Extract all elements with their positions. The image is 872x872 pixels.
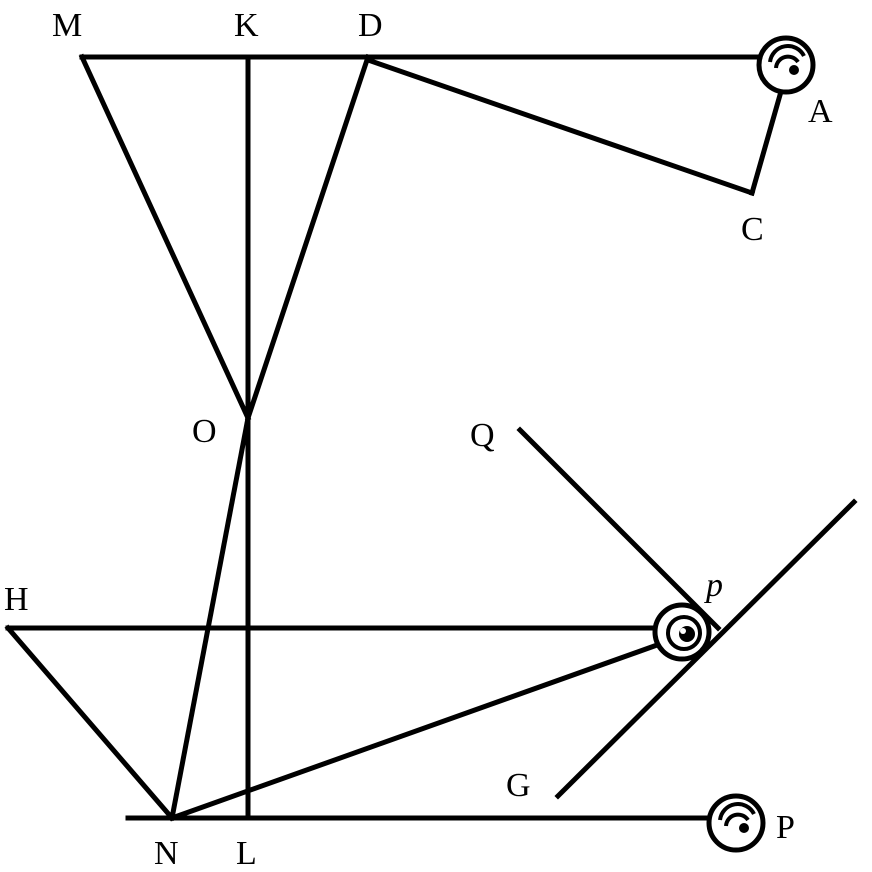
label-Q: Q (470, 417, 495, 454)
label-L: L (236, 835, 257, 872)
line-C-A (748, 84, 786, 197)
line-D-O (244, 53, 372, 422)
label-O: O (192, 413, 217, 450)
label-p: p (704, 567, 723, 604)
label-H: H (4, 581, 29, 618)
label-C: C (741, 211, 764, 248)
line-N-p (168, 640, 664, 822)
label-D: D (358, 7, 383, 44)
label-G: G (506, 767, 531, 804)
label-K: K (234, 7, 259, 44)
line-D-C (364, 56, 756, 197)
label-A: A (808, 93, 833, 130)
line-Q-p (516, 426, 722, 632)
line-M-O (78, 53, 252, 422)
label-M: M (52, 7, 82, 44)
eye-icon (652, 602, 712, 662)
line-H-N (4, 624, 176, 822)
label-P: P (776, 809, 795, 846)
eye-icon (706, 793, 766, 853)
label-N: N (154, 835, 179, 872)
eye-icon (756, 35, 816, 95)
line-O-N (169, 415, 251, 821)
